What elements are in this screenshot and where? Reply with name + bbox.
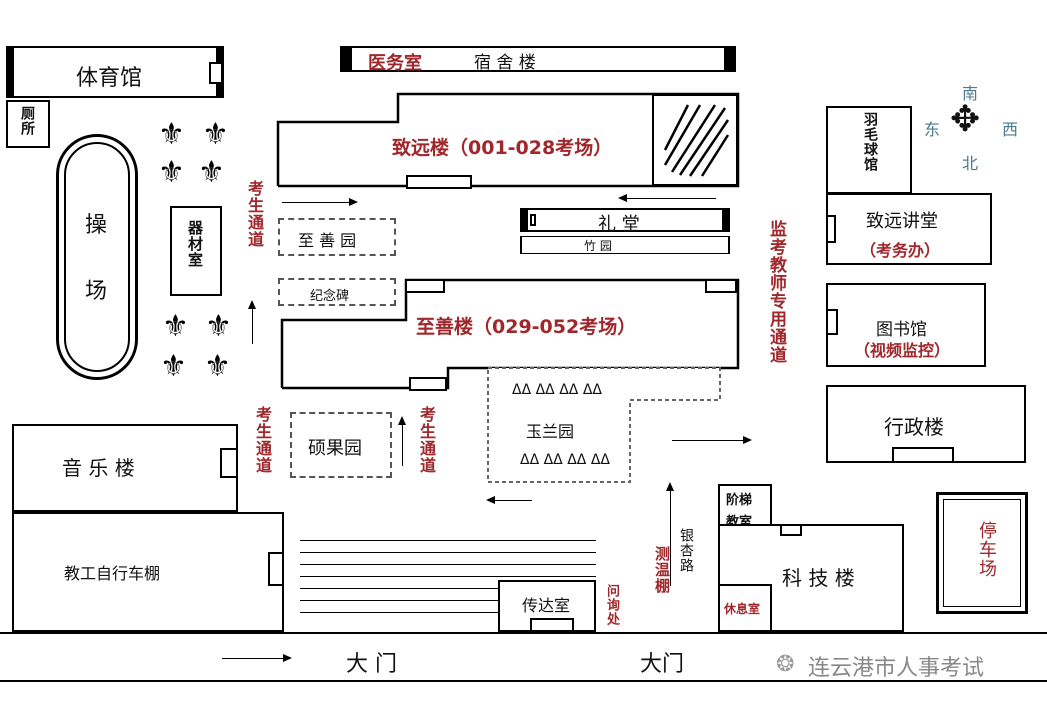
tree-icon: ⚜ [204, 349, 231, 384]
guard-label: 传达室 [522, 596, 571, 615]
tree-icon: ⚜ [158, 155, 185, 190]
shuoguo-garden: 硕果园 [290, 412, 392, 478]
temp-shed: 测温棚 [653, 546, 671, 594]
student-passage-3: 考生通道 [417, 406, 436, 474]
tree-icon: ⚜ [162, 309, 189, 344]
admin-label: 行政楼 [884, 415, 944, 439]
direction-arrow [666, 482, 674, 586]
gate-label: 大 门 [346, 652, 397, 677]
field-label-2: 场 [85, 279, 108, 304]
clinic-label: 医务室 [368, 53, 422, 74]
memorial: 纪念碑 [278, 278, 396, 306]
shuoguo-label: 硕果园 [308, 438, 362, 459]
dorm-building: 医务室 宿 舍 楼 [340, 46, 736, 74]
video-monitor-label: （视频监控） [854, 341, 951, 360]
bike-shed: 教工自行车棚 [12, 512, 284, 632]
direction-arrow [222, 654, 292, 662]
compass-west: 西 [1002, 120, 1019, 139]
zhishan-label: 至善楼（029-052考场） [416, 316, 637, 338]
bamboo-label: 竹 园 [584, 239, 612, 253]
library: 图书馆 （视频监控） [826, 283, 986, 367]
zhishan-building [280, 278, 740, 391]
badminton-hall: 羽毛球馆 [826, 106, 912, 194]
tree-icon: ⚜ [158, 117, 185, 152]
parking: 停车场 [936, 492, 1028, 614]
gate-label-2: 大门 [640, 652, 685, 677]
library-label: 图书馆 [876, 320, 927, 340]
bike-shed-label: 教工自行车棚 [64, 564, 161, 583]
student-passage-2: 考生通道 [253, 406, 272, 474]
toilet-label: 厕所 [19, 106, 35, 136]
yulan-label: 玉兰园 [526, 422, 575, 441]
teacher-passage: 监考教师专用通道 [766, 220, 786, 364]
student-passage-1: 考生通道 [245, 180, 264, 248]
direction-arrow [398, 416, 406, 466]
grass-icon: ᐃᐃ ᐃᐃ ᐃᐃ ᐃᐃ [512, 382, 602, 398]
admin-building: 行政楼 [826, 385, 1026, 463]
zhiyuan-building [276, 92, 740, 189]
bamboo-garden: 竹 园 [520, 236, 730, 254]
direction-arrow [282, 198, 358, 206]
parking-label: 停车场 [976, 521, 997, 578]
lounge-label: 休息室 [724, 602, 761, 616]
music-label: 音 乐 楼 [62, 456, 135, 480]
inquiry: 问询处 [604, 584, 619, 626]
tech-label: 科 技 楼 [782, 566, 855, 590]
tree-icon: ⚜ [205, 309, 232, 344]
equipment-room: 器材室 [170, 206, 222, 296]
equipment-label: 器材室 [186, 220, 204, 268]
dorm-label: 宿 舍 楼 [474, 53, 536, 73]
road-line [0, 680, 1047, 682]
tree-icon: ⚜ [198, 155, 225, 190]
compass-arrows-icon: ✥ [950, 99, 981, 140]
tree-icon: ⚜ [160, 349, 187, 384]
direction-arrow [248, 300, 256, 344]
gym-building: 体育馆 [6, 46, 224, 98]
memorial-label: 纪念碑 [310, 289, 350, 304]
zhiyuan-label: 致远楼（001-028考场） [392, 137, 613, 159]
hall-label: 礼 堂 [598, 214, 640, 235]
wechat-icon: ❂ [776, 652, 795, 677]
direction-arrow [672, 436, 752, 444]
toilet-building: 厕所 [6, 100, 50, 148]
compass: 南 东 西 北 ✥ [920, 80, 1030, 173]
gym-label: 体育馆 [76, 66, 143, 91]
lounge: 休息室 [718, 584, 772, 632]
zhishan-garden-label: 至 善 园 [298, 231, 357, 250]
exam-office-label: （考务办） [860, 241, 941, 260]
lecture-hall-label: 致远讲堂 [866, 211, 938, 232]
badminton-label: 羽毛球馆 [862, 112, 878, 172]
compass-east: 东 [924, 120, 941, 139]
sports-field: 操 场 [56, 134, 138, 380]
lecture-hall: 致远讲堂 （考务办） [826, 193, 992, 265]
guard-room: 传达室 [498, 580, 596, 632]
field-label-1: 操 [85, 213, 108, 238]
music-building: 音 乐 楼 [12, 424, 238, 512]
direction-arrow [486, 496, 532, 504]
watermark: 连云港市人事考试 [808, 656, 985, 681]
zhishan-garden: 至 善 园 [278, 218, 396, 256]
tree-icon: ⚜ [202, 117, 229, 152]
compass-south: 南 [962, 84, 979, 103]
ginkgo-road: 银杏路 [678, 528, 694, 573]
grass-icon: ᐃᐃ ᐃᐃ ᐃᐃ ᐃᐃ [520, 452, 610, 468]
hall-building: 礼 堂 [520, 208, 730, 235]
direction-arrow [618, 194, 716, 202]
road-line [0, 632, 1047, 634]
yulan-garden [487, 367, 721, 483]
compass-north: 北 [962, 154, 979, 173]
